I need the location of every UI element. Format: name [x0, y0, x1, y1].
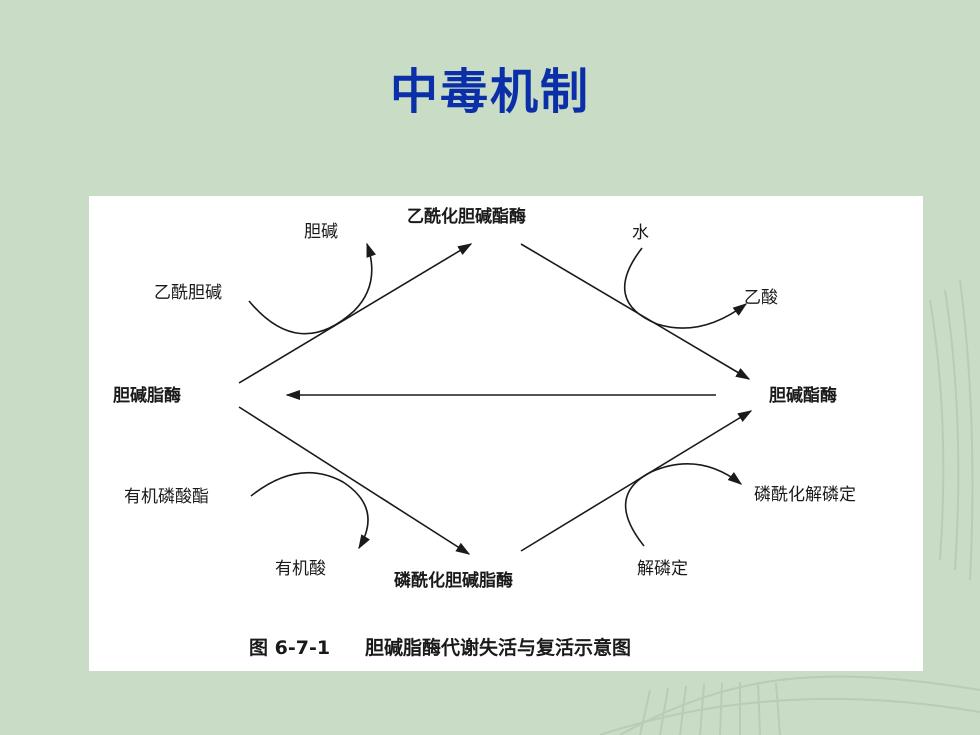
curve-organophosphate-to-organic-acid [250, 471, 370, 550]
slide-title: 中毒机制 [389, 64, 590, 120]
figure-caption-number: 图 6-7-1 [249, 637, 330, 659]
node-cholinesterase-left: 胆碱脂酶 [113, 385, 181, 406]
label-organic-acid: 有机酸 [275, 559, 326, 579]
label-phosphorylated-reactivator: 磷酰化解磷定 [754, 485, 856, 505]
node-acetylated-cholinesterase: 乙酰化胆碱酯酶 [407, 206, 526, 227]
arrow-left-to-bottom [238, 406, 471, 555]
node-cholinesterase-right: 胆碱酯酶 [769, 385, 837, 406]
label-acetylcholine: 乙酰胆碱 [154, 283, 222, 303]
curve-water-to-acetic-acid [623, 247, 748, 329]
arrow-left-to-top [238, 243, 473, 384]
mechanism-figure: 胆碱脂酶 乙酰化胆碱酯酶 胆碱酯酶 磷酰化胆碱脂酶 乙酰胆碱 胆碱 水 乙酸 有… [89, 196, 923, 671]
curve-reactivator-to-phosphorylated [624, 463, 743, 547]
arrow-bottom-to-right [520, 410, 753, 552]
curve-acetylcholine-to-choline [248, 242, 377, 335]
label-water: 水 [632, 223, 649, 243]
label-organophosphate: 有机磷酸酯 [124, 487, 209, 507]
label-reactivator: 解磷定 [637, 559, 688, 579]
node-phosphorylated-cholinesterase: 磷酰化胆碱脂酶 [394, 570, 513, 591]
label-acetic-acid: 乙酸 [744, 288, 778, 308]
mechanism-diagram: 胆碱脂酶 乙酰化胆碱酯酶 胆碱酯酶 磷酰化胆碱脂酶 乙酰胆碱 胆碱 水 乙酸 有… [113, 206, 856, 659]
label-choline: 胆碱 [304, 222, 338, 242]
figure-caption-text: 胆碱脂酶代谢失活与复活示意图 [365, 636, 631, 659]
